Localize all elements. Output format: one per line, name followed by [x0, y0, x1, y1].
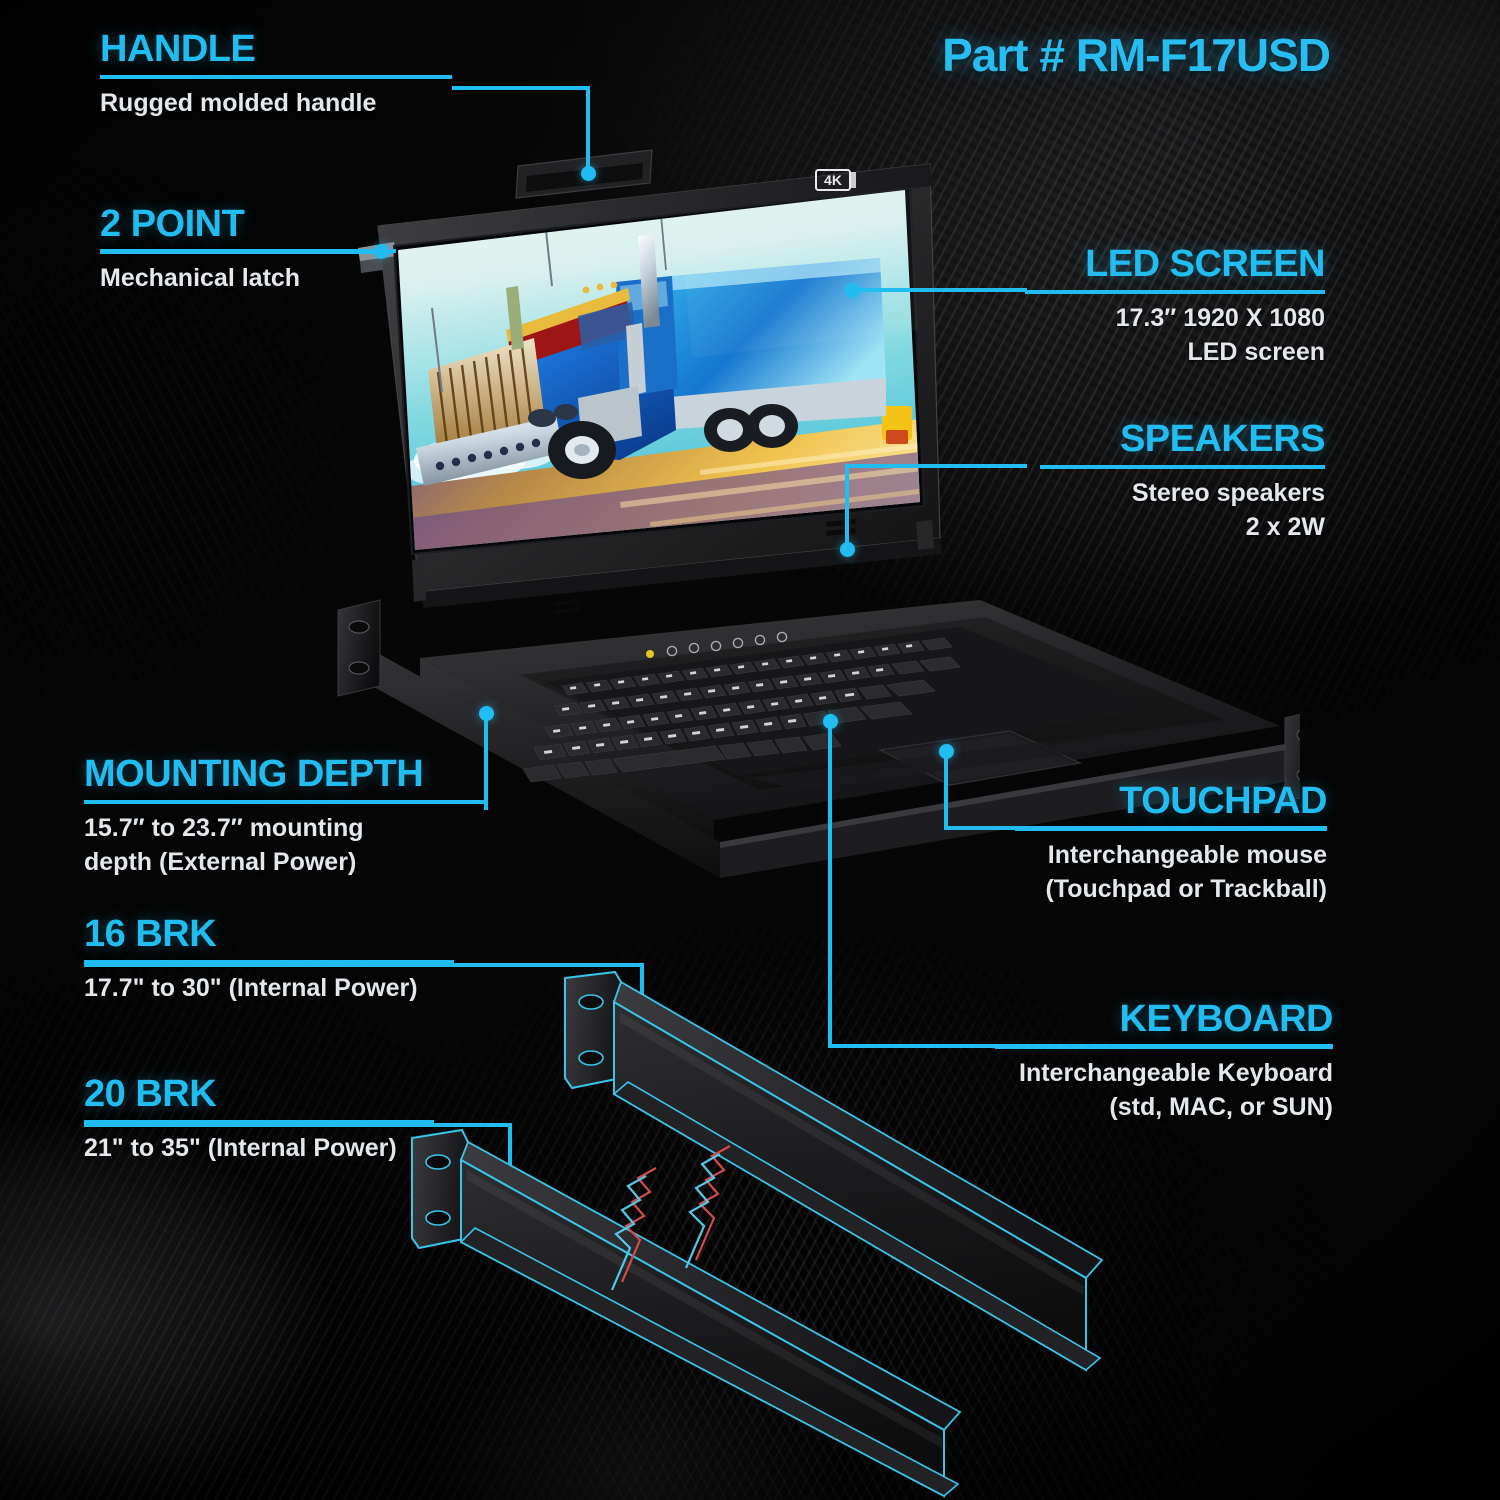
callout-speakers-body-line1: Stereo speakers — [1131, 479, 1325, 507]
leader-touchpad-vertical — [944, 752, 948, 830]
callout-keyboard-body-line2: (std, MAC, or SUN) — [1109, 1092, 1333, 1121]
badge-4k: 4K — [815, 169, 856, 191]
callout-two-point-body: Mechanical latch — [100, 264, 301, 292]
callout-handle: HANDLE Rugged molded handle — [100, 30, 452, 120]
callout-20-brk-rule — [84, 1120, 434, 1124]
callout-keyboard-title: KEYBOARD — [1119, 998, 1334, 1040]
callout-two-point-title: 2 POINT — [100, 203, 245, 245]
keyboard — [522, 627, 1160, 783]
callout-16-brk-body: 17.7" to 30" (Internal Power) — [84, 974, 418, 1002]
base-speaker-grille — [554, 598, 581, 614]
leader-led-screen-horizontal — [852, 288, 1027, 292]
product-illustration: 4K — [320, 130, 1300, 910]
leader-keyboard-horizontal — [828, 1044, 1333, 1048]
callout-16-brk-rule — [84, 960, 454, 964]
callout-led-screen-body-line1: 17.3″ 1920 X 1080 — [1115, 304, 1325, 332]
callout-mounting-depth-body-line2: depth (External Power) — [84, 847, 357, 876]
leader-touchpad-horizontal — [944, 826, 1327, 830]
keyboard-status-indicators — [646, 631, 788, 658]
callout-two-point: 2 POINT Mechanical latch — [100, 205, 392, 295]
leader-speakers-endpoint — [840, 542, 855, 557]
callout-handle-title: HANDLE — [100, 28, 256, 70]
callout-speakers-title: SPEAKERS — [1119, 418, 1326, 460]
callout-keyboard-body-line1: Interchangeable Keyboard — [1019, 1059, 1333, 1087]
callout-touchpad-body-line1: Interchangeable mouse — [1047, 841, 1327, 869]
callout-20-brk-title: 20 BRK — [84, 1073, 217, 1115]
callout-mounting-depth-title: MOUNTING DEPTH — [84, 753, 424, 795]
part-number-title: Part # RM-F17USD — [942, 29, 1331, 81]
callout-led-screen-body-line2: LED screen — [1187, 337, 1325, 366]
leader-handle-horizontal — [452, 86, 590, 90]
leader-two-point-horizontal — [100, 249, 380, 253]
callout-speakers-rule — [1040, 465, 1325, 469]
leader-two-point-endpoint — [374, 244, 389, 259]
leader-keyboard-vertical — [828, 722, 832, 1048]
callout-handle-body: Rugged molded handle — [100, 89, 377, 117]
callout-16-brk: 16 BRK 17.7" to 30" (Internal Power) — [84, 915, 454, 1005]
leader-two-point-stub — [392, 249, 396, 253]
callout-speakers: SPEAKERS Stereo speakers 2 x 2W — [1040, 418, 1326, 543]
leader-speakers-vertical — [845, 464, 849, 550]
leader-touchpad-endpoint — [939, 744, 954, 759]
leader-keyboard-endpoint — [823, 714, 838, 729]
callout-led-screen: LED SCREEN 17.3″ 1920 X 1080 LED screen — [1025, 243, 1326, 368]
lcd-lid: 4K — [358, 149, 942, 608]
leader-mounting-depth-vertical — [484, 714, 488, 810]
callout-touchpad-title: TOUCHPAD — [1119, 780, 1327, 822]
leader-handle-endpoint — [581, 166, 596, 181]
mounting-brackets-illustration — [400, 960, 1140, 1500]
callout-touchpad: TOUCHPAD Interchangeable mouse (Touchpad… — [1015, 780, 1328, 905]
leader-16-brk-horizontal — [84, 963, 644, 967]
leader-mounting-depth-endpoint — [479, 706, 494, 721]
callout-handle-rule — [100, 75, 452, 79]
callout-mounting-depth-rule — [84, 800, 484, 804]
mounting-bracket-16brk — [564, 970, 1104, 1372]
leader-20-brk-vertical — [508, 1123, 512, 1189]
mounting-bracket-20brk — [411, 1128, 962, 1498]
callout-led-screen-rule — [1025, 290, 1325, 294]
leader-speakers-horizontal — [845, 464, 1027, 468]
leader-20-brk-horizontal — [84, 1123, 512, 1127]
callout-speakers-body-line2: 2 x 2W — [1245, 512, 1325, 541]
leader-handle-vertical — [586, 86, 590, 174]
rack-mount-ear-right — [1284, 713, 1300, 803]
callout-led-screen-title: LED SCREEN — [1085, 243, 1325, 285]
callout-20-brk-body: 21" to 35" (Internal Power) — [84, 1134, 397, 1162]
callout-mounting-depth: MOUNTING DEPTH 15.7″ to 23.7″ mounting d… — [84, 755, 484, 878]
svg-text:4K: 4K — [824, 172, 842, 188]
callout-keyboard: KEYBOARD Interchangeable Keyboard (std, … — [995, 998, 1334, 1123]
callout-mounting-depth-body-line1: 15.7″ to 23.7″ mounting — [84, 814, 364, 842]
callout-20-brk: 20 BRK 21" to 35" (Internal Power) — [84, 1075, 434, 1165]
rack-mount-ear-left — [337, 599, 381, 697]
callout-touchpad-body-line2: (Touchpad or Trackball) — [1045, 874, 1327, 903]
leader-led-screen-endpoint — [845, 283, 860, 298]
break-mark-symbols — [610, 1145, 731, 1291]
callout-16-brk-title: 16 BRK — [84, 913, 217, 955]
